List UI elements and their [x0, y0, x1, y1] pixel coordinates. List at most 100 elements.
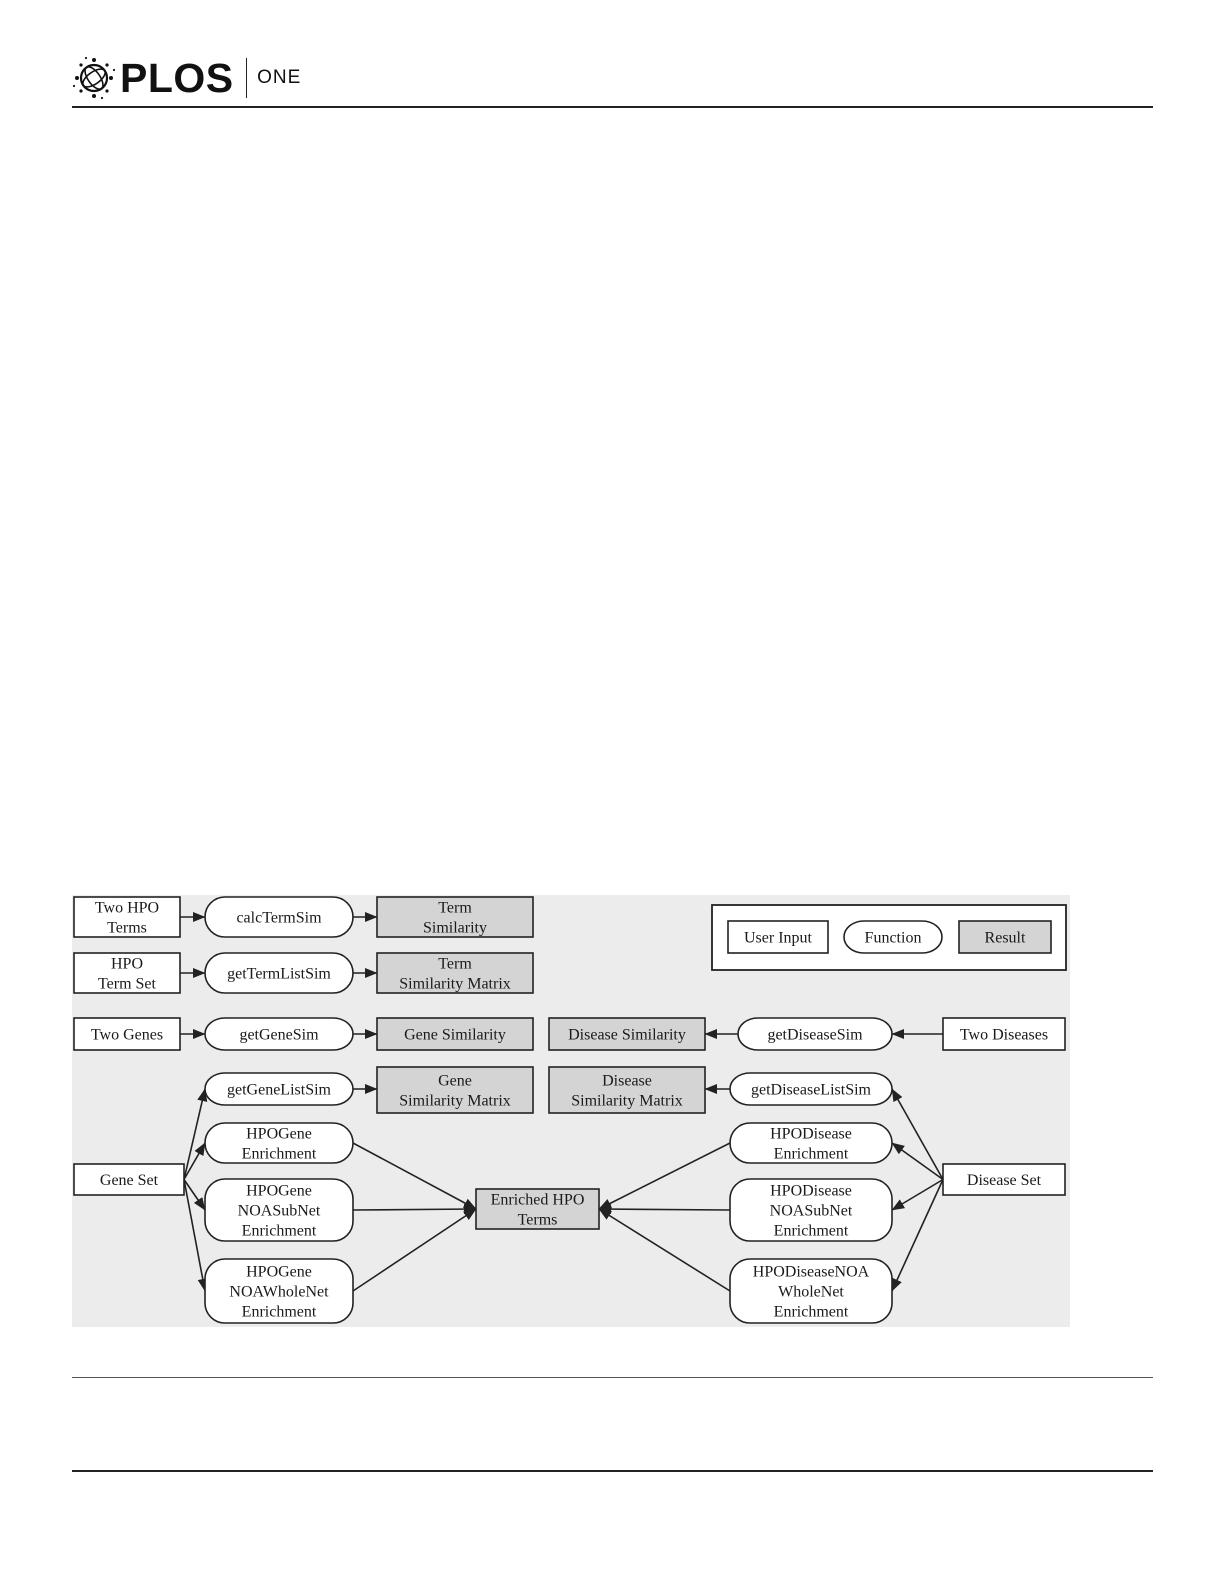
node-label: User Input — [744, 930, 813, 947]
node-label: Similarity Matrix — [399, 976, 511, 993]
node-two-diseases: Two Diseases — [942, 1017, 1066, 1051]
node-two-genes: Two Genes — [73, 1017, 181, 1051]
node-label: Disease Similarity — [568, 1027, 686, 1044]
node-gene-set: Gene Set — [73, 1163, 185, 1196]
logo-wordmark: PLOS — [120, 54, 234, 101]
node-shape — [204, 1017, 354, 1051]
node-shape — [843, 920, 943, 954]
node-label: Similarity Matrix — [571, 1093, 683, 1110]
edge-arrow — [183, 1088, 208, 1180]
node-label: HPOGene — [246, 1126, 312, 1143]
node-label: getDiseaseSim — [767, 1027, 863, 1044]
node-two-hpo-terms: Two HPO Terms — [73, 896, 181, 938]
header-rule — [72, 106, 1153, 108]
node-legend-result: Result — [958, 920, 1052, 954]
node-label: Two HPO — [95, 900, 159, 917]
node-label: Disease Set — [967, 1172, 1042, 1189]
node-label: Terms — [518, 1212, 558, 1229]
node-label: Term — [438, 956, 472, 973]
edge-arrow — [598, 1208, 731, 1292]
node-label: HPODisease — [770, 1126, 852, 1143]
edge-arrow — [183, 1142, 206, 1180]
node-shape — [729, 1122, 893, 1164]
edge-arrow — [891, 1142, 944, 1181]
flow-edges — [180, 911, 944, 1292]
journal-name: ONE — [257, 67, 302, 88]
node-label: getTermListSim — [227, 966, 331, 983]
node-label: Result — [985, 930, 1026, 947]
node-label: Enrichment — [774, 1223, 849, 1240]
node-label: HPODisease — [770, 1183, 852, 1200]
node-disease-similarity: Disease Similarity — [548, 1017, 706, 1051]
node-shape — [376, 1017, 534, 1051]
node-label: HPO — [111, 956, 143, 973]
edge-arrow — [891, 1178, 944, 1211]
node-shape — [204, 1072, 354, 1106]
node-hpo-term-set: HPO Term Set — [73, 952, 181, 994]
node-shape — [727, 920, 829, 954]
node-label: Similarity — [423, 920, 487, 937]
node-disease-set: Disease Set — [942, 1163, 1066, 1196]
node-label: Function — [865, 930, 922, 947]
node-label: Enrichment — [774, 1304, 849, 1321]
node-shape — [942, 1017, 1066, 1051]
node-label: Similarity Matrix — [399, 1093, 511, 1110]
node-get-term-list-sim: getTermListSim — [204, 952, 354, 994]
node-get-gene-list-sim: getGeneListSim — [204, 1072, 354, 1106]
node-shape — [729, 1178, 893, 1242]
node-label: NOAWholeNet — [229, 1284, 329, 1301]
node-shape — [548, 1017, 706, 1051]
node-label: Enriched HPO — [491, 1192, 585, 1209]
node-shape — [204, 1122, 354, 1164]
node-label: Enrichment — [242, 1304, 317, 1321]
node-legend-function: Function — [843, 920, 943, 954]
node-shape — [204, 1178, 354, 1242]
edge-arrow — [183, 1179, 206, 1211]
edge-arrow — [352, 1203, 477, 1215]
node-label: Enrichment — [242, 1146, 317, 1163]
node-label: HPODiseaseNOA — [753, 1264, 870, 1281]
node-label: getGeneListSim — [227, 1082, 332, 1099]
node-calc-term-sim: calcTermSim — [204, 896, 354, 938]
node-shape — [73, 1017, 181, 1051]
node-label: Enrichment — [774, 1146, 849, 1163]
plos-one-logo: PLOS ONE — [72, 52, 301, 104]
node-shape — [729, 1072, 893, 1106]
node-shape — [737, 1017, 893, 1051]
node-label: Term Set — [98, 976, 157, 993]
node-label: getDiseaseListSim — [751, 1082, 872, 1099]
node-shape — [204, 896, 354, 938]
node-get-gene-sim: getGeneSim — [204, 1017, 354, 1051]
node-label: Disease — [602, 1073, 652, 1090]
node-label: HPOGene — [246, 1264, 312, 1281]
node-label: calcTermSim — [236, 910, 322, 927]
node-label: Term — [438, 900, 472, 917]
node-shape — [475, 1188, 600, 1230]
footer-rule — [72, 1470, 1153, 1472]
journal-header: PLOS ONE — [72, 52, 1152, 108]
node-get-disease-list-sim: getDiseaseListSim — [729, 1072, 893, 1106]
edge-arrow — [352, 1208, 477, 1292]
node-label: NOASubNet — [238, 1203, 321, 1220]
node-shape — [958, 920, 1052, 954]
node-shape — [204, 952, 354, 994]
edge-arrow — [891, 1088, 944, 1180]
node-label: Terms — [107, 920, 147, 937]
figure-bottom-rule — [72, 1377, 1153, 1378]
node-legend-user-input: User Input — [727, 920, 829, 954]
plos-globe-icon — [72, 56, 116, 100]
node-shape — [376, 952, 534, 994]
edge-arrow — [598, 1142, 731, 1210]
node-label: Enrichment — [242, 1223, 317, 1240]
node-shape — [204, 1258, 354, 1324]
edge-arrow — [891, 1179, 944, 1292]
edge-arrow — [183, 1179, 208, 1292]
